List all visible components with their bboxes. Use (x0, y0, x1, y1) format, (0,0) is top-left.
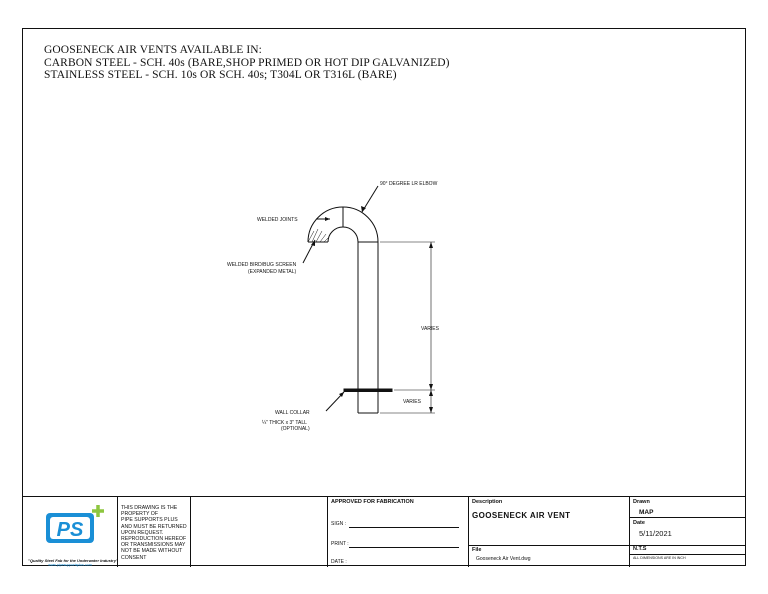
drawn-value: MAP (639, 509, 654, 516)
description-label: Description (472, 499, 503, 505)
drawn-cell: Drawn MAP (633, 499, 743, 516)
description-cell: Description GOOSENECK AIR VENT (472, 499, 624, 520)
label-welded-joints: WELDED JOINTS (257, 217, 298, 223)
description-value: GOOSENECK AIR VENT (472, 511, 571, 520)
label-wall-collar: WALL COLLAR (275, 410, 310, 416)
date-value: 5/11/2021 (639, 529, 672, 538)
note-line-1: GOOSENECK AIR VENTS AVAILABLE IN: (44, 44, 262, 56)
elbow-inner (327, 226, 359, 243)
title-block: PS "Quality Steel Fab for the Underwater… (22, 496, 746, 567)
date-cell: Date 5/11/2021 (633, 520, 743, 538)
dimensions-note-cell: ALL DIMENSIONS ARE IN INCH (633, 556, 743, 560)
date-line[interactable] (349, 565, 459, 566)
sign-label: SIGN : (331, 521, 347, 527)
file-label: File (472, 547, 482, 553)
file-value: Gooseneck Air Vent.dwg (476, 556, 531, 562)
drawn-label: Drawn (633, 499, 650, 505)
sign-line[interactable] (349, 527, 459, 528)
print-line[interactable] (349, 547, 459, 548)
date-field-label: Date (633, 520, 645, 526)
scale-value: N.T.S (633, 546, 647, 552)
label-screen-sub: (EXPANDED METAL) (248, 269, 296, 275)
wall-collar (343, 388, 393, 392)
label-collar-optional: (OPTIONAL) (281, 426, 310, 432)
label-screen: WELDED BIRD/BUG SCREEN (227, 262, 297, 268)
label-collar-size: ¼" THICK x 3" TALL (262, 420, 307, 426)
svg-text:PS: PS (57, 519, 84, 541)
label-varies-small: VARIES (403, 399, 422, 405)
note-line-2: CARBON STEEL - SCH. 40s (BARE,SHOP PRIME… (44, 56, 450, 69)
company-website: www.pipesupportsplus.com (48, 563, 92, 567)
approval-block: APPROVED FOR FABRICATION SIGN : PRINT : … (331, 499, 465, 566)
date-label: DATE : (331, 559, 347, 565)
dimensions-note: ALL DIMENSIONS ARE IN INCH (633, 556, 686, 560)
property-notice: THIS DRAWING IS THE PROPERTY OF PIPE SUP… (121, 505, 187, 561)
label-varies-main: VARIES (421, 326, 440, 332)
approved-label: APPROVED FOR FABRICATION (331, 499, 414, 505)
company-logo: PS "Quality Steel Fab for the Underwater… (28, 503, 118, 567)
material-notes: GOOSENECK AIR VENTS AVAILABLE IN: CARBON… (44, 44, 450, 82)
note-line-3: STAINLESS STEEL - SCH. 10s OR SCH. 40s; … (44, 69, 397, 81)
file-cell: File Gooseneck Air Vent.dwg (472, 547, 624, 562)
print-label: PRINT : (331, 541, 349, 547)
bug-screen-hatch (307, 228, 329, 243)
label-elbow: 90° DEGREE LR ELBOW (380, 181, 438, 187)
company-tagline: "Quality Steel Fab for the Underwater In… (28, 558, 118, 563)
scale-cell: N.T.S (633, 546, 743, 552)
ps-logo-icon: PS (46, 505, 104, 543)
